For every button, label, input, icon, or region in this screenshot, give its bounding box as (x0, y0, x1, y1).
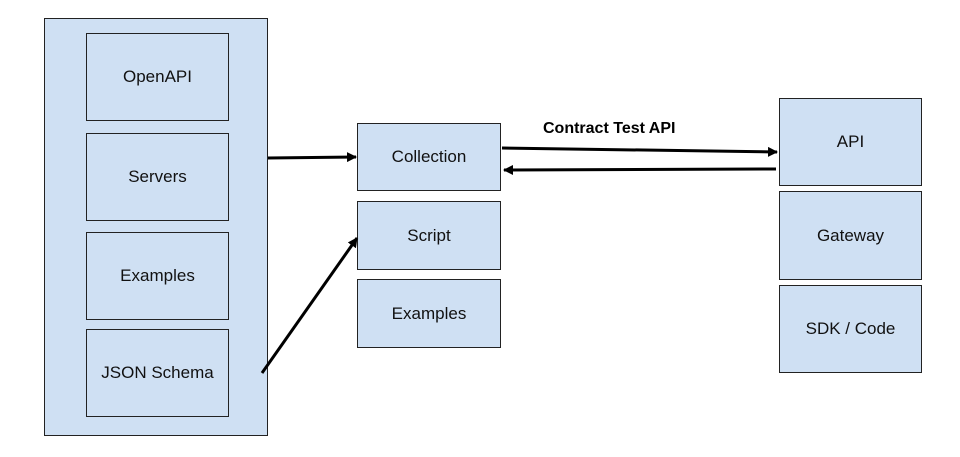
arrow-api-to-collection (503, 164, 777, 175)
arrow-collection-to-api (501, 146, 778, 157)
target-gateway: Gateway (779, 191, 922, 280)
arrow-sources-to-collection (267, 152, 357, 163)
source-servers: Servers (86, 133, 229, 221)
postman-collection: Collection (357, 123, 501, 191)
contract-test-api-label: Contract Test API (543, 120, 676, 137)
target-api: API (779, 98, 922, 186)
source-examples: Examples (86, 232, 229, 320)
postman-script: Script (357, 201, 501, 270)
arrow-json-schema-to-script (260, 237, 359, 374)
source-json-schema: JSON Schema (86, 329, 229, 417)
source-openapi: OpenAPI (86, 33, 229, 121)
target-sdk-code: SDK / Code (779, 285, 922, 373)
postman-examples: Examples (357, 279, 501, 348)
